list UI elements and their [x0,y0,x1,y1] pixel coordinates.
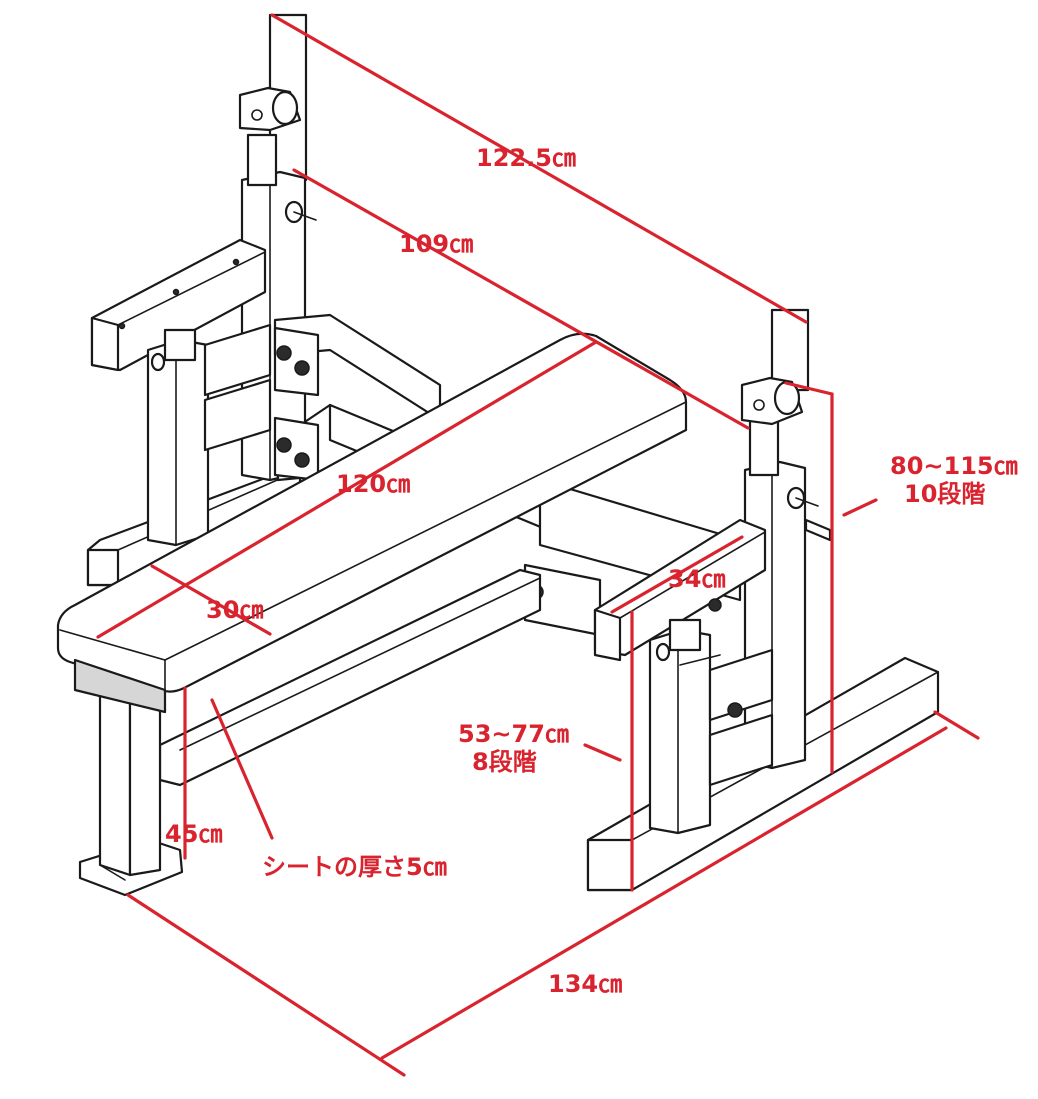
dim-line-base-left [126,893,406,1077]
dimension-lines [96,13,980,1077]
right-safety-arm [593,518,774,835]
dim-leader-safety [583,743,622,762]
label-safety-height-range: 53~77㎝ [458,720,569,748]
label-rack-depth: 34㎝ [668,565,726,593]
dim-leader-upright [842,498,878,517]
dim-tick-upright [784,381,834,396]
label-inner-width: 109㎝ [399,230,474,258]
label-safety-steps: 8段階 [472,748,537,776]
dim-leader-seat [210,698,274,840]
label-upright-width: 122.5㎝ [476,144,576,172]
dim-line-base-length [380,726,948,1060]
dim-tick-base-right [933,710,980,740]
label-safety-height: 53~77㎝ 8段階 [458,720,578,776]
left-safety-arm [90,238,267,547]
label-upright-height-range: 80~115㎝ [890,452,1018,480]
label-bench-width: 30㎝ [206,596,264,624]
label-bench-height: 45㎝ [165,820,223,848]
dim-line-rack-depth [610,535,744,614]
label-bench-length: 120㎝ [336,470,411,498]
label-base-length: 134㎝ [548,970,623,998]
dim-line-upright-width [270,13,808,324]
dim-line-bench-width [150,564,272,636]
dim-line-inner-width [292,168,750,430]
label-upright-steps: 10段階 [904,480,986,508]
label-upright-height: 80~115㎝ 10段階 [890,452,1038,508]
front-leg [78,678,184,897]
dim-line-bench-length [96,340,598,639]
label-seat-thickness: シートの厚さ5㎝ [262,853,447,881]
